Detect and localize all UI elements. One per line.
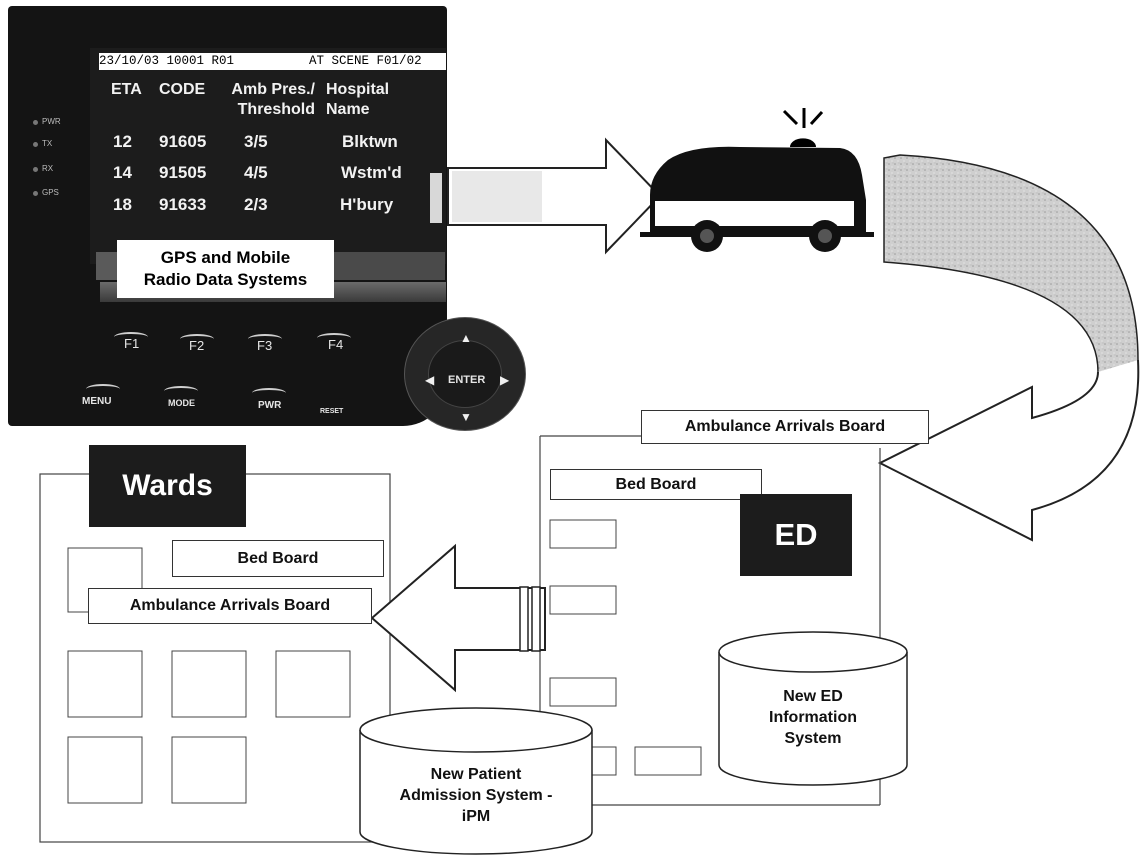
arrow-device-to-ambulance: [430, 137, 662, 255]
ed-information-system-label: New ED Information System: [769, 688, 857, 747]
row1-code: 91605: [159, 132, 207, 151]
bezel-shade-right: [333, 252, 445, 280]
row3-amb: 2/3: [244, 195, 268, 214]
pas-label: New Patient Admission System - iPM: [399, 766, 553, 825]
row2-amb: 4/5: [244, 163, 268, 182]
row3-hospital: H'bury: [340, 195, 394, 214]
ed-title: ED: [740, 494, 852, 576]
row3-code: 91633: [159, 195, 207, 214]
column-header-code: CODE: [159, 81, 206, 98]
wards-title-text: Wards: [122, 469, 213, 502]
status-right: AT SCENE F01/02: [309, 54, 422, 68]
wards-ambulance-arrivals-board: Ambulance Arrivals Board: [88, 588, 372, 624]
bezel-shade: [96, 252, 121, 280]
tx-led-icon: [33, 142, 38, 147]
ed-title-text: ED: [774, 517, 818, 552]
gps-led-icon: [33, 191, 38, 196]
led-label-pwr: PWR: [42, 117, 61, 126]
ed-bed-board: Bed Board: [550, 469, 762, 500]
row2-code: 91505: [159, 163, 207, 182]
arrow-ed-to-wards: [370, 543, 546, 693]
column-header-amb-pres: Amb Pres./ Threshold: [231, 81, 315, 118]
column-header-eta: ETA: [111, 81, 142, 98]
wards-bed-board-text: Bed Board: [237, 549, 319, 567]
mode-key[interactable]: MODE: [168, 398, 195, 408]
f2-key-cap[interactable]: [180, 334, 214, 344]
column-header-hospital: Hospital Name: [326, 81, 390, 118]
ambulance-icon: [640, 108, 874, 252]
f3-key[interactable]: F3: [257, 338, 273, 353]
wards-bed-board: Bed Board: [172, 540, 384, 577]
row2-hospital: Wstm'd: [341, 163, 402, 182]
pwr-key[interactable]: PWR: [258, 400, 282, 411]
up-arrow-icon[interactable]: ▲: [460, 331, 472, 345]
f1-key-cap[interactable]: [114, 332, 148, 342]
pas-cylinder: [359, 707, 593, 855]
status-left: 23/10/03 10001 R01: [99, 54, 235, 68]
wards-arrivals-board-text: Ambulance Arrivals Board: [129, 597, 331, 614]
terminal-screen: [90, 48, 446, 264]
terminal-status-bar: 23/10/03 10001 R01 AT SCENE F01/02: [99, 53, 446, 70]
enter-label[interactable]: ENTER: [448, 374, 486, 386]
left-arrow-icon[interactable]: ◀: [425, 373, 435, 387]
curved-arrow-ambulance-to-ed: [877, 154, 1140, 542]
row2-eta: 14: [113, 163, 132, 182]
gps-mobile-radio-label: GPS and Mobile Radio Data Systems: [117, 240, 334, 298]
pwr-led-icon: [33, 120, 38, 125]
menu-key[interactable]: MENU: [82, 396, 112, 407]
f4-key[interactable]: F4: [328, 337, 344, 352]
down-arrow-icon[interactable]: ▼: [460, 410, 472, 424]
ed-bed-board-text: Bed Board: [615, 475, 697, 493]
ed-information-system-cylinder: [718, 631, 908, 786]
menu-key-cap[interactable]: [86, 384, 120, 394]
ed-arrivals-board-text: Ambulance Arrivals Board: [684, 418, 886, 435]
row1-eta: 12: [113, 132, 132, 151]
gps-label-text: GPS and Mobile Radio Data Systems: [143, 248, 308, 289]
led-label-gps: GPS: [42, 188, 59, 197]
mode-key-cap[interactable]: [164, 386, 198, 396]
wards-title: Wards: [89, 445, 246, 527]
row1-hospital: Blktwn: [342, 132, 398, 151]
pwr-key-cap[interactable]: [252, 388, 286, 398]
reset-key[interactable]: RESET: [320, 408, 344, 415]
led-label-rx: RX: [42, 164, 54, 173]
row3-eta: 18: [113, 195, 132, 214]
ed-ambulance-arrivals-board: Ambulance Arrivals Board: [641, 410, 929, 444]
enter-button[interactable]: [428, 340, 502, 408]
f1-key[interactable]: F1: [124, 336, 140, 351]
right-arrow-icon[interactable]: ▶: [500, 373, 510, 387]
led-label-tx: TX: [42, 139, 53, 148]
wards-region: [39, 473, 391, 843]
f3-key-cap[interactable]: [248, 334, 282, 344]
f4-key-cap[interactable]: [317, 333, 351, 343]
f2-key[interactable]: F2: [189, 338, 205, 353]
rx-led-icon: [33, 167, 38, 172]
row1-amb: 3/5: [244, 132, 268, 151]
